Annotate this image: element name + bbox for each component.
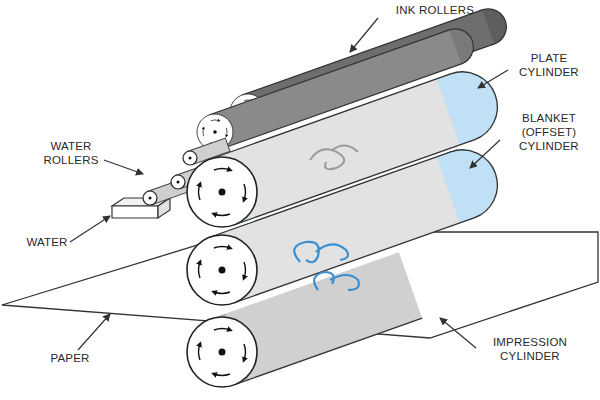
plate-image [310,145,358,169]
part-label: IMPRESSION CYLINDER [480,336,580,364]
part-label: WATER [22,236,72,250]
leader-arrow [104,160,143,174]
leader-arrow [70,216,110,242]
cylinder-face [187,157,257,227]
water-roller [143,191,157,205]
water-tray [112,206,158,218]
printed-image [314,272,359,290]
water-roller [177,181,180,184]
part-label: PAPER [40,352,100,366]
water-roller [183,151,197,165]
part-label: BLANKET (OFFSET) CYLINDER [502,112,596,153]
leader-arrow [350,18,378,52]
part-label: PLATE CYLINDER [510,52,588,80]
leader-arrow [78,314,110,350]
leader-arrow [478,70,508,88]
leader-arrow [470,140,500,168]
blanket-image [294,242,348,262]
part-label: INK ROLLERS [380,4,490,18]
water-roller [189,157,192,160]
water-roller [149,197,152,200]
cylinder-face [187,317,257,387]
part-label: WATER ROLLERS [36,140,106,168]
water-roller [171,175,185,189]
leader-arrow [440,318,476,348]
cylinder-face [187,235,257,305]
